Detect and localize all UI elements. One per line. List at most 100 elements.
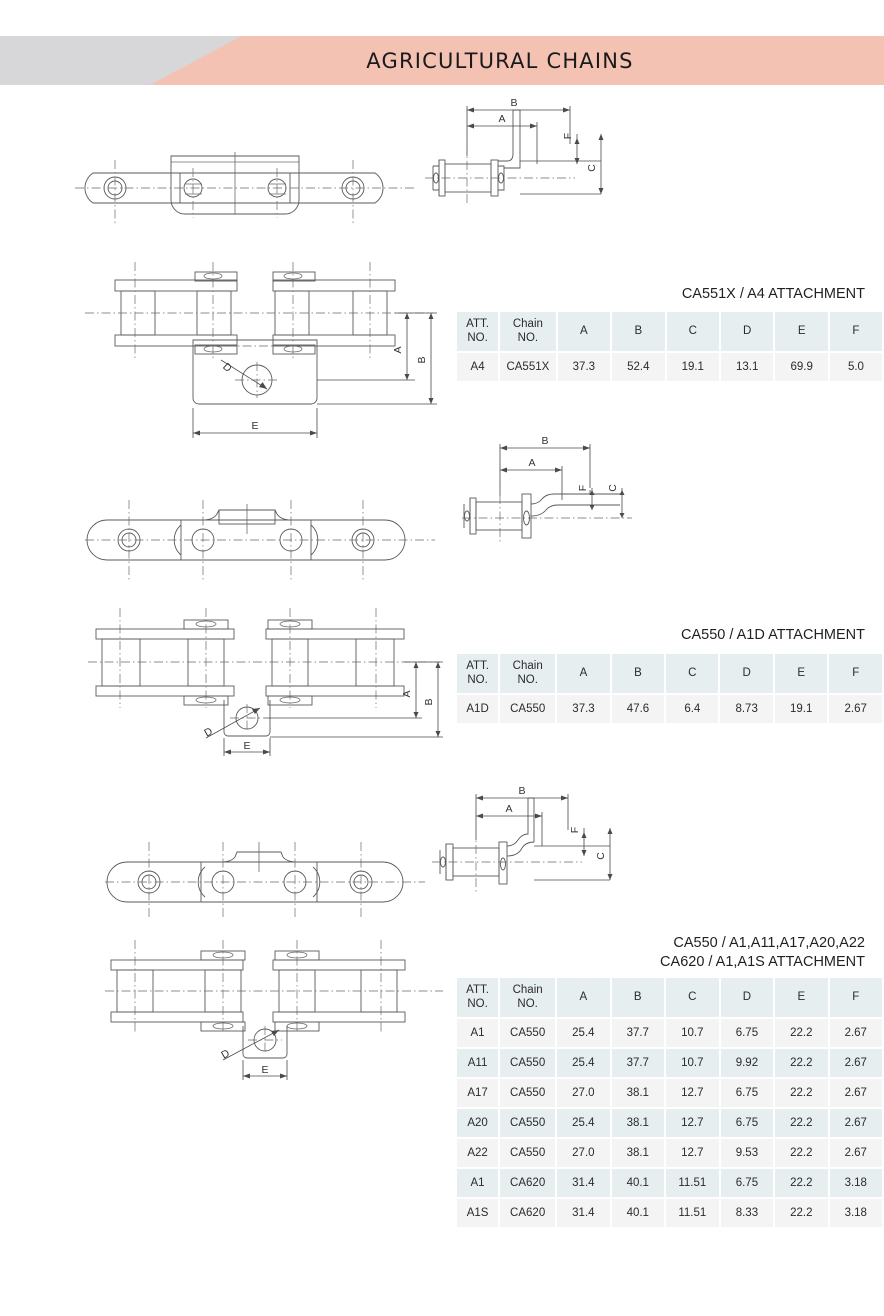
cell-chain-no: CA550 (500, 1109, 556, 1138)
table-row: A22 CA550 27.0 38.1 12.7 9.53 22.2 2.67 (457, 1139, 882, 1168)
cell-a: 25.4 (557, 1019, 610, 1048)
cell-d: 6.75 (720, 1169, 774, 1198)
th-c: C (665, 978, 719, 1018)
cell-d: 9.53 (720, 1139, 774, 1168)
spec-table-ca550-multi: ATT. NO. Chain NO. A B C D E F A1 CA550 … (455, 976, 884, 1229)
svg-text:A: A (498, 113, 505, 125)
svg-text:B: B (423, 698, 435, 705)
cell-chain-no: CA551X (500, 353, 556, 382)
cell-e: 22.2 (775, 1139, 828, 1168)
cell-b: 52.4 (612, 353, 665, 382)
table-row: A4 CA551X 37.3 52.4 19.1 13.1 69.9 5.0 (457, 353, 882, 382)
cell-d: 9.92 (720, 1049, 774, 1078)
th-att-no: ATT. NO. (457, 312, 499, 352)
th-d: D (720, 654, 773, 694)
cell-b: 40.1 (611, 1169, 664, 1198)
cell-d: 6.75 (720, 1079, 774, 1108)
drawing-ca550-a1d-end-view: B A F C (462, 432, 652, 560)
th-chain-no: Chain NO. (500, 978, 556, 1018)
th-a: A (557, 312, 611, 352)
th-c: C (666, 312, 719, 352)
drawing-ca550-a1d-plan-view: D A B E (88, 604, 443, 764)
cell-e: 22.2 (775, 1109, 828, 1138)
cell-b: 40.1 (611, 1199, 664, 1228)
table-header-row: ATT. NO. Chain NO. A B C D E F (457, 978, 882, 1018)
cell-e: 22.2 (775, 1019, 828, 1048)
cell-f: 2.67 (829, 1109, 882, 1138)
cell-att-no: A22 (457, 1139, 499, 1168)
cell-a: 31.4 (557, 1169, 610, 1198)
drawing-ca550-multi-side-view (105, 832, 425, 922)
svg-text:A: A (401, 690, 413, 697)
drawing-ca551x-side-view (75, 138, 415, 238)
th-att-no: ATT. NO. (457, 978, 499, 1018)
th-e: E (775, 312, 828, 352)
cell-f: 3.18 (829, 1169, 882, 1198)
drawing-ca551x-a4-plan-view: D A B E (85, 258, 445, 448)
cell-att-no: A20 (457, 1109, 499, 1138)
cell-att-no: A17 (457, 1079, 499, 1108)
spec-table-ca550-a1d: ATT. NO. Chain NO. A B C D E F A1D CA550… (455, 652, 884, 725)
table-row: A11 CA550 25.4 37.7 10.7 9.92 22.2 2.67 (457, 1049, 882, 1078)
cell-f: 2.67 (829, 1079, 882, 1108)
cell-att-no: A1 (457, 1169, 499, 1198)
svg-text:A: A (528, 457, 535, 469)
section-title-ca551x-a4: CA551X / A4 ATTACHMENT (681, 286, 865, 302)
page-title: AGRICULTURAL CHAINS (366, 48, 634, 73)
svg-text:E: E (243, 740, 250, 752)
th-c: C (666, 654, 719, 694)
banner-peach-block (150, 36, 884, 85)
svg-text:C: C (586, 164, 598, 172)
th-d: D (720, 978, 774, 1018)
section-title-ca550-a1d: CA550 / A1D ATTACHMENT (681, 627, 865, 643)
cell-e: 22.2 (775, 1199, 828, 1228)
cell-e: 22.2 (775, 1079, 828, 1108)
cell-c: 11.51 (665, 1169, 719, 1198)
svg-text:F: F (577, 485, 589, 491)
table-row: A1D CA550 37.3 47.6 6.4 8.73 19.1 2.67 (457, 695, 882, 724)
cell-c: 11.51 (665, 1199, 719, 1228)
th-f: F (829, 312, 882, 352)
cell-d: 6.75 (720, 1109, 774, 1138)
svg-text:D: D (220, 361, 234, 375)
cell-chain-no: CA620 (500, 1199, 556, 1228)
spec-table-ca551x-a4: ATT. NO. Chain NO. A B C D E F A4 CA551X… (455, 310, 884, 383)
cell-f: 2.67 (829, 1139, 882, 1168)
cell-b: 47.6 (611, 695, 665, 724)
drawing-ca550-multi-end-view: B A F C (432, 784, 632, 909)
cell-b: 38.1 (611, 1139, 664, 1168)
th-d: D (720, 312, 774, 352)
svg-text:D: D (219, 1047, 232, 1061)
svg-text:B: B (416, 356, 428, 363)
cell-att-no: A4 (457, 353, 499, 382)
cell-c: 6.4 (666, 695, 719, 724)
cell-chain-no: CA550 (500, 1139, 556, 1168)
table-row: A1S CA620 31.4 40.1 11.51 8.33 22.2 3.18 (457, 1199, 882, 1228)
drawing-ca550-multi-plan-view: D E (105, 936, 445, 1086)
cell-c: 19.1 (666, 353, 719, 382)
svg-text:B: B (541, 435, 548, 447)
svg-text:A: A (392, 346, 404, 353)
table-row: A20 CA550 25.4 38.1 12.7 6.75 22.2 2.67 (457, 1109, 882, 1138)
th-e: E (774, 654, 828, 694)
cell-e: 19.1 (774, 695, 828, 724)
svg-text:E: E (261, 1064, 268, 1076)
svg-text:C: C (595, 852, 607, 860)
svg-text:B: B (510, 97, 517, 109)
cell-c: 12.7 (665, 1109, 719, 1138)
th-b: B (611, 654, 665, 694)
cell-e: 22.2 (775, 1049, 828, 1078)
cell-a: 25.4 (557, 1049, 610, 1078)
cell-e: 22.2 (775, 1169, 828, 1198)
cell-att-no: A11 (457, 1049, 499, 1078)
th-b: B (612, 312, 665, 352)
svg-text:D: D (202, 725, 215, 739)
cell-e: 69.9 (775, 353, 828, 382)
table-header-row: ATT. NO. Chain NO. A B C D E F (457, 312, 882, 352)
cell-c: 12.7 (665, 1139, 719, 1168)
cell-b: 37.7 (611, 1019, 664, 1048)
cell-d: 8.33 (720, 1199, 774, 1228)
svg-text:A: A (505, 803, 512, 815)
th-chain-no: Chain NO. (500, 654, 556, 694)
cell-chain-no: CA550 (500, 1079, 556, 1108)
